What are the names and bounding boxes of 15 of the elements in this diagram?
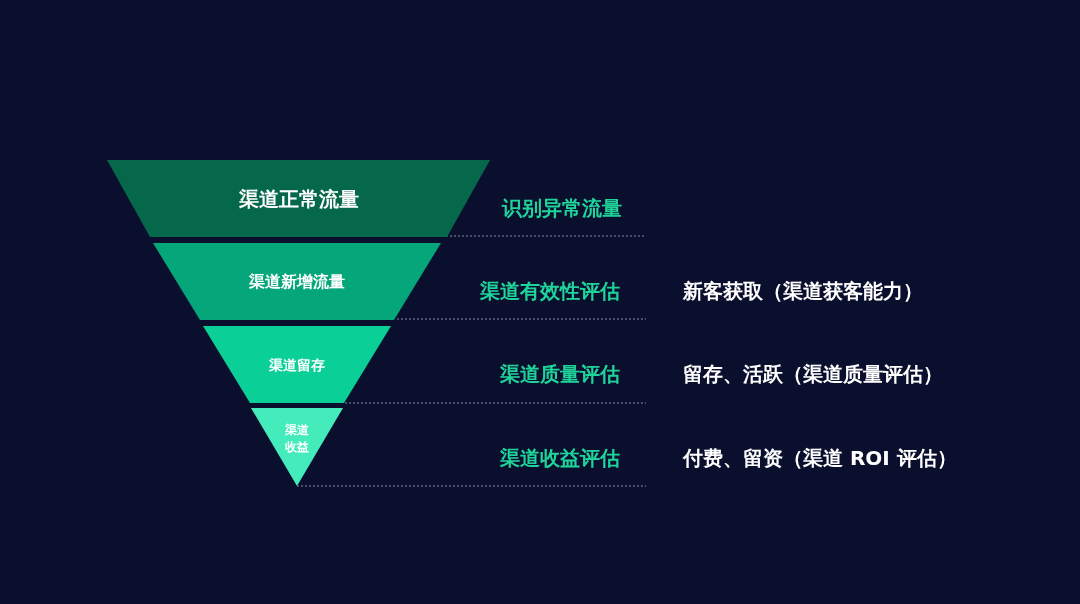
stage-goal: 渠道收益评估 [500, 445, 620, 472]
stage-description: 付费、留资（渠道 ROI 评估） [683, 445, 957, 472]
band-label: 渠道收益 [284, 422, 310, 456]
band-label: 渠道新增流量 [248, 272, 346, 293]
band-label: 渠道正常流量 [237, 186, 360, 213]
funnel-band [107, 160, 490, 237]
funnel-band [153, 243, 441, 320]
funnel-band [203, 326, 391, 403]
stage-description: 留存、活跃（渠道质量评估） [683, 361, 943, 388]
stage-goal: 识别异常流量 [502, 195, 622, 222]
stage-description: 新客获取（渠道获客能力） [683, 278, 923, 305]
funnel-band [251, 408, 343, 486]
stage-goal: 渠道质量评估 [500, 361, 620, 388]
stage-goal: 渠道有效性评估 [480, 278, 620, 305]
band-label: 渠道留存 [268, 357, 326, 375]
